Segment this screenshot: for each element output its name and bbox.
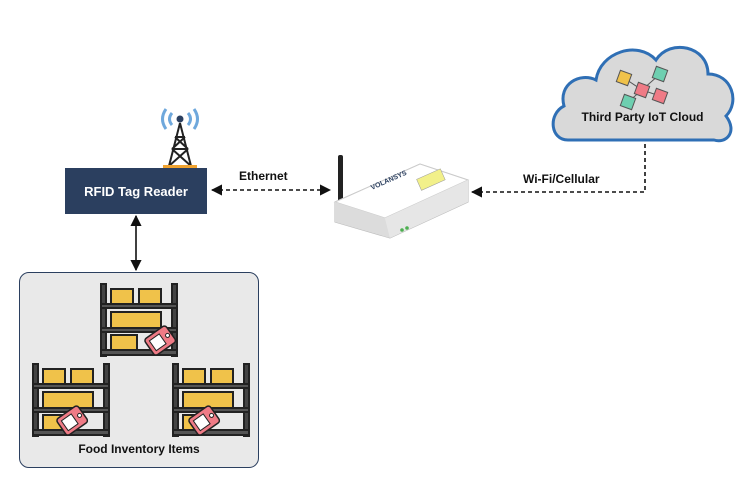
rfid-reader-node: RFID Tag Reader (65, 168, 207, 214)
cloud-label: Third Party IoT Cloud (581, 110, 704, 124)
shelf-icon (32, 363, 110, 437)
rfid-reader-label: RFID Tag Reader (84, 183, 188, 199)
shelf-icon (172, 363, 250, 437)
wireless-connector (470, 134, 646, 198)
gateway-device-icon: VOLANSYS (333, 155, 470, 239)
inventory-label: Food Inventory Items (78, 442, 200, 456)
ethernet-label: Ethernet (239, 169, 288, 183)
antenna-tower-icon (161, 108, 199, 170)
rfid-tag-icon (56, 405, 89, 436)
shelf-icon (100, 283, 178, 357)
wireless-label: Wi-Fi/Cellular (523, 172, 600, 186)
network-nodes-icon (615, 65, 669, 111)
rfid-tag-icon (144, 325, 177, 356)
cloud-icon (551, 45, 735, 143)
rfid-tag-icon (188, 405, 221, 436)
